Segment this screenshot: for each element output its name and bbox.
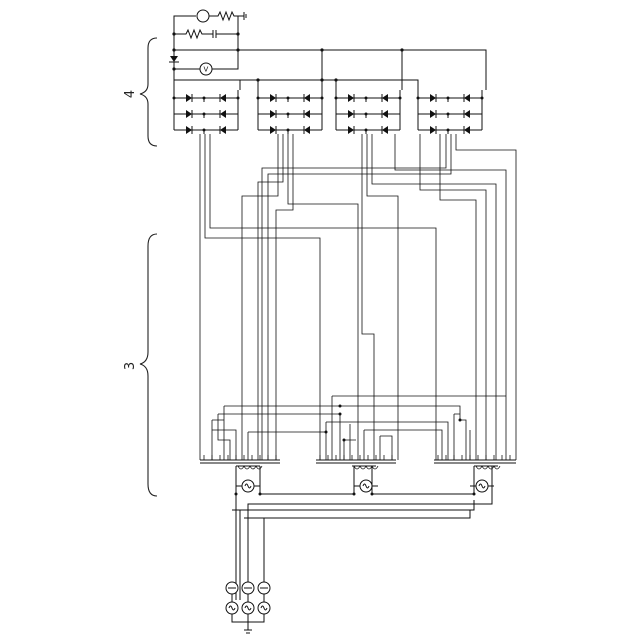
rectifier-section-brace: 4 <box>123 38 157 146</box>
supply-circuit <box>226 466 492 633</box>
diode-icon <box>348 94 354 102</box>
bridge-rectifier-4 <box>417 90 484 134</box>
ac-source-group <box>226 582 270 633</box>
diode-icon <box>270 126 276 134</box>
diode-icon <box>348 126 354 134</box>
interconnect-wiring <box>200 134 516 460</box>
transformer-1 <box>200 455 280 492</box>
diode-icon <box>430 126 436 134</box>
transformer-3 <box>434 455 516 492</box>
secondary-cross-wiring <box>212 396 506 460</box>
output-diode-icon <box>170 56 178 62</box>
rectifier-section-label: 4 <box>123 90 138 98</box>
svg-text:V: V <box>204 66 209 74</box>
diode-icon <box>464 126 470 134</box>
output-meter-icon <box>197 10 209 22</box>
transformer-section-brace: 3 <box>123 234 157 496</box>
diode-icon <box>430 94 436 102</box>
bridge-rectifier-2 <box>257 90 324 134</box>
bridge-rectifiers <box>173 90 484 134</box>
diode-icon <box>186 110 192 118</box>
diode-icon <box>270 110 276 118</box>
diode-icon <box>186 126 192 134</box>
diode-icon <box>304 94 310 102</box>
diode-icon <box>430 110 436 118</box>
transformer-2 <box>316 455 396 492</box>
diode-icon <box>186 94 192 102</box>
diode-icon <box>220 110 226 118</box>
diode-icon <box>382 126 388 134</box>
diode-icon <box>382 94 388 102</box>
diode-icon <box>220 126 226 134</box>
diode-icon <box>464 110 470 118</box>
bridge-rectifier-1 <box>173 90 240 134</box>
transformers <box>200 455 516 492</box>
output-load-circuit: V <box>169 10 486 90</box>
diode-icon <box>304 126 310 134</box>
diode-icon <box>220 94 226 102</box>
diode-icon <box>304 110 310 118</box>
diode-icon <box>348 110 354 118</box>
diode-icon <box>270 94 276 102</box>
transformer-section-label: 3 <box>123 362 138 370</box>
bridge-rectifier-3 <box>335 90 402 134</box>
diode-icon <box>382 110 388 118</box>
diode-icon <box>464 94 470 102</box>
